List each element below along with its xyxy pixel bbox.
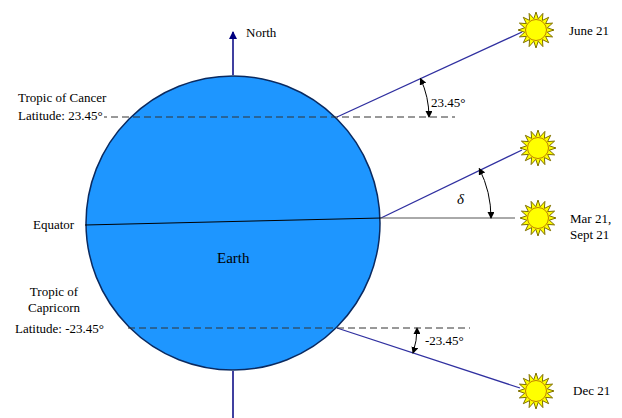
latitude-value: Latitude: 23.45° [17,108,104,124]
latitude-value: Latitude: -23.45° [14,321,105,337]
angle-value: 23.45° [430,95,466,111]
north-axis [232,32,234,75]
sun-disc [526,20,547,41]
angle-symbol: δ [456,191,465,207]
date-label: June 21 [568,23,610,39]
angle-arc [479,169,491,218]
earth-outline [85,75,381,371]
sun-rays [518,373,554,409]
sun-ray [337,328,520,388]
sun-disc [528,208,549,229]
sun-ray [381,150,522,218]
sun-rays [518,12,554,48]
latitude-name: Tropic of Capricorn [12,284,96,316]
sun-rays [520,200,556,236]
node-label: Earth [217,250,249,267]
sun-disc [526,381,547,402]
sun-disc [528,138,549,159]
date-label: Dec 21 [572,383,611,399]
sun-ray [337,32,522,117]
axis-label: North [245,25,277,41]
south-axis [232,371,234,418]
latitude-name: Tropic of Cancer [17,90,107,106]
latitude-name: Equator [32,217,75,233]
earth-globe: Earth [85,75,381,371]
angle-arc [413,328,417,353]
sun-rays [520,130,556,166]
date-label: Mar 21, Sept 21 [569,211,619,243]
equator-extension [381,218,515,219]
angle-value: -23.45° [424,333,465,349]
angle-arc [421,79,430,117]
